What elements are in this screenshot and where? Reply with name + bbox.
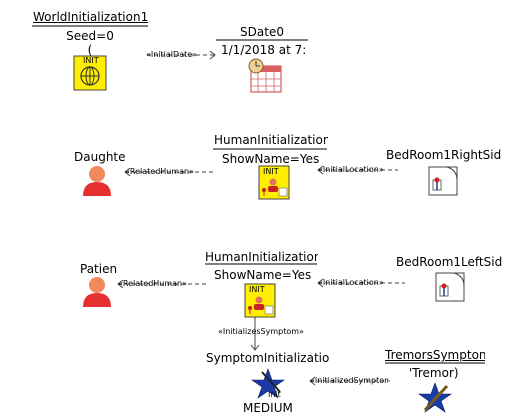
node-title-human-initialization-2[interactable]: HumanInitialization	[205, 250, 318, 264]
calendar-clock-icon[interactable]	[248, 58, 282, 93]
node-title-symptom-initialization[interactable]: SymptomInitializatio	[206, 351, 330, 365]
node-title-bedroom-right[interactable]: BedRoom1RightSid	[386, 148, 502, 162]
node-attr-tremor: 'Tremor)	[409, 366, 459, 380]
person-pin-icon[interactable]	[258, 165, 290, 200]
edge-label-initializes-symptom: «InitializesSymptom»	[218, 327, 304, 336]
edge-label-initialized-symptom: «InitializedSymptom»	[310, 376, 388, 385]
room-pin-icon[interactable]	[428, 166, 458, 196]
node-attr-date: 1/1/2018 at 7:	[221, 43, 307, 57]
node-attr-showname-2: ShowName=Yes	[214, 268, 312, 282]
node-title-world-initialization[interactable]: WorldInitialization1	[33, 10, 148, 24]
edge-label-related-human-2: «RelatedHuman»	[118, 279, 188, 288]
node-attr-showname-1: ShowName=Yes	[222, 152, 320, 166]
node-value-medium: MEDIUM	[243, 401, 293, 415]
init-label: INIT	[83, 56, 99, 65]
node-title-patient[interactable]: Patien	[80, 262, 118, 276]
node-title-daughter[interactable]: Daughte	[74, 150, 126, 164]
star-brush-icon[interactable]	[418, 382, 452, 413]
star-icon[interactable]	[251, 368, 285, 399]
node-attr-seed: Seed=0	[66, 29, 114, 43]
node-title-bedroom-left[interactable]: BedRoom1LeftSid	[396, 255, 503, 269]
edge-label-initial-location-2: «InitialLocation»	[318, 278, 384, 287]
person-icon[interactable]	[83, 166, 111, 196]
room-pin-icon[interactable]	[435, 272, 465, 302]
init-label: INIT	[263, 167, 279, 176]
edge-label-initial-location-1: «InitialLocation»	[318, 165, 384, 174]
node-title-tremors-symptom[interactable]: TremorsSympton	[385, 348, 485, 362]
edge-label-initial-date: «InitialDate»	[146, 50, 198, 59]
person-pin-icon[interactable]	[244, 283, 276, 318]
node-title-human-initialization-1[interactable]: HumanInitialization!	[214, 133, 328, 147]
person-icon[interactable]	[83, 277, 111, 307]
init-label: INIT	[249, 285, 265, 294]
edge-label-related-human-1: «RelatedHuman»	[125, 167, 195, 176]
globe-icon[interactable]	[73, 55, 107, 91]
node-attr-extra: (	[87, 43, 93, 57]
init-label: Init	[268, 390, 281, 399]
node-title-sdate[interactable]: SDate0	[240, 25, 284, 39]
